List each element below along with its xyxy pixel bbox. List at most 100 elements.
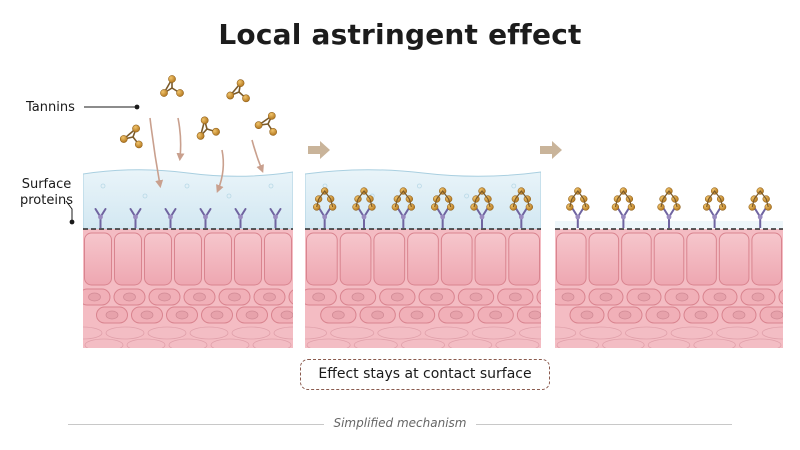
squamous-cell: [716, 326, 759, 340]
nucleus: [618, 310, 632, 320]
nucleus: [280, 310, 293, 320]
descent-arrow: [216, 149, 225, 193]
basal-cell: [778, 289, 783, 305]
tissue-panel-binding: [305, 169, 541, 348]
nucleus: [528, 310, 541, 320]
columnar-cell: [339, 232, 372, 286]
nucleus: [656, 310, 670, 320]
tannin-protein-complex: [313, 187, 337, 211]
squamous-cell: [306, 338, 351, 348]
nucleus: [770, 310, 783, 320]
diagram-title: Local astringent effect: [218, 18, 582, 51]
nucleus: [228, 292, 241, 302]
squamous-cell: [273, 326, 293, 340]
nucleus: [245, 310, 259, 320]
nucleus: [263, 292, 276, 302]
columnar-cell: [373, 232, 406, 286]
squamous-cell: [761, 326, 783, 340]
nucleus: [430, 292, 444, 302]
columnar-cell: [785, 233, 800, 285]
surface-protein: [358, 208, 370, 228]
squamous-cell: [495, 338, 540, 348]
surface-protein: [476, 208, 488, 228]
tannin-protein-complex: [431, 187, 455, 211]
columnar-cell: [556, 232, 587, 286]
proteins-pointer-line: [65, 200, 73, 222]
free-tannin: [119, 124, 143, 149]
squamous-cell: [602, 338, 645, 348]
nucleus: [193, 292, 206, 302]
squamous-cell: [785, 339, 800, 351]
basal-cell: [536, 289, 541, 305]
free-tannin: [196, 116, 220, 140]
squamous-cell: [579, 326, 622, 340]
surface-protein: [708, 208, 721, 228]
columnar-cell: [751, 232, 783, 286]
descent-arrow: [251, 139, 264, 173]
squamous-cell: [252, 338, 292, 348]
squamous-cell: [471, 326, 516, 340]
proteins-pointer-dot: [69, 219, 75, 225]
nucleus: [751, 292, 765, 302]
surface-protein: [199, 208, 212, 228]
surface-protein: [129, 208, 142, 228]
squamous-cell: [424, 326, 469, 340]
surface-proteins-label: Surface proteins: [20, 177, 73, 209]
tissue-panel-before-binding: [83, 169, 293, 348]
squamous-cell: [305, 326, 327, 340]
nucleus: [599, 292, 613, 302]
surface-protein: [663, 208, 675, 228]
nucleus: [312, 292, 326, 302]
nucleus: [489, 310, 503, 320]
columnar-cell: [440, 232, 473, 286]
squamous-cell: [83, 326, 103, 340]
nucleus: [158, 292, 171, 302]
descent-arrow: [176, 117, 185, 162]
nucleus: [175, 310, 189, 320]
tannin-protein-complex: [611, 187, 636, 211]
columnar-cell: [144, 232, 172, 286]
columnar-cell: [174, 232, 202, 286]
nucleus: [580, 310, 594, 320]
squamous-cell: [555, 326, 577, 340]
footer-caption: Simplified mechanism: [333, 416, 467, 430]
nucleus: [88, 292, 101, 302]
nucleus: [390, 292, 404, 302]
squamous-cell: [231, 326, 271, 340]
free-tannin: [160, 75, 184, 97]
nucleus: [371, 310, 385, 320]
squamous-cell: [147, 326, 187, 340]
nucleus: [694, 310, 708, 320]
descent-arrow: [149, 117, 164, 189]
nucleus: [561, 292, 575, 302]
squamous-cell: [625, 326, 668, 340]
tannin-protein-complex: [657, 187, 681, 211]
squamous-cell: [519, 326, 541, 340]
columnar-cell: [621, 232, 652, 286]
tannin-protein-complex: [702, 187, 727, 211]
tannin-protein-complex: [470, 187, 494, 211]
nucleus: [637, 292, 651, 302]
footer-divider-left: [68, 424, 324, 425]
nucleus: [105, 310, 119, 320]
columnar-cell: [306, 232, 338, 286]
tannin-protein-complex: [748, 187, 772, 211]
squamous-cell: [377, 326, 422, 340]
surface-protein: [515, 208, 528, 228]
squamous-cell: [126, 338, 166, 348]
nucleus: [331, 310, 345, 320]
squamous-cell: [84, 338, 124, 348]
tannins-pointer-dot: [134, 104, 140, 110]
surface-protein: [754, 208, 767, 228]
tannin-protein-complex: [352, 187, 376, 211]
columnar-cell: [653, 232, 685, 286]
fluid-layer: [305, 169, 541, 230]
surface-protein: [234, 208, 247, 228]
surface-proteins-label-line1: Surface: [21, 177, 72, 192]
surface-protein: [94, 208, 107, 228]
columnar-cell: [84, 232, 112, 286]
surface-protein: [436, 208, 449, 228]
surface-protein: [617, 208, 630, 228]
